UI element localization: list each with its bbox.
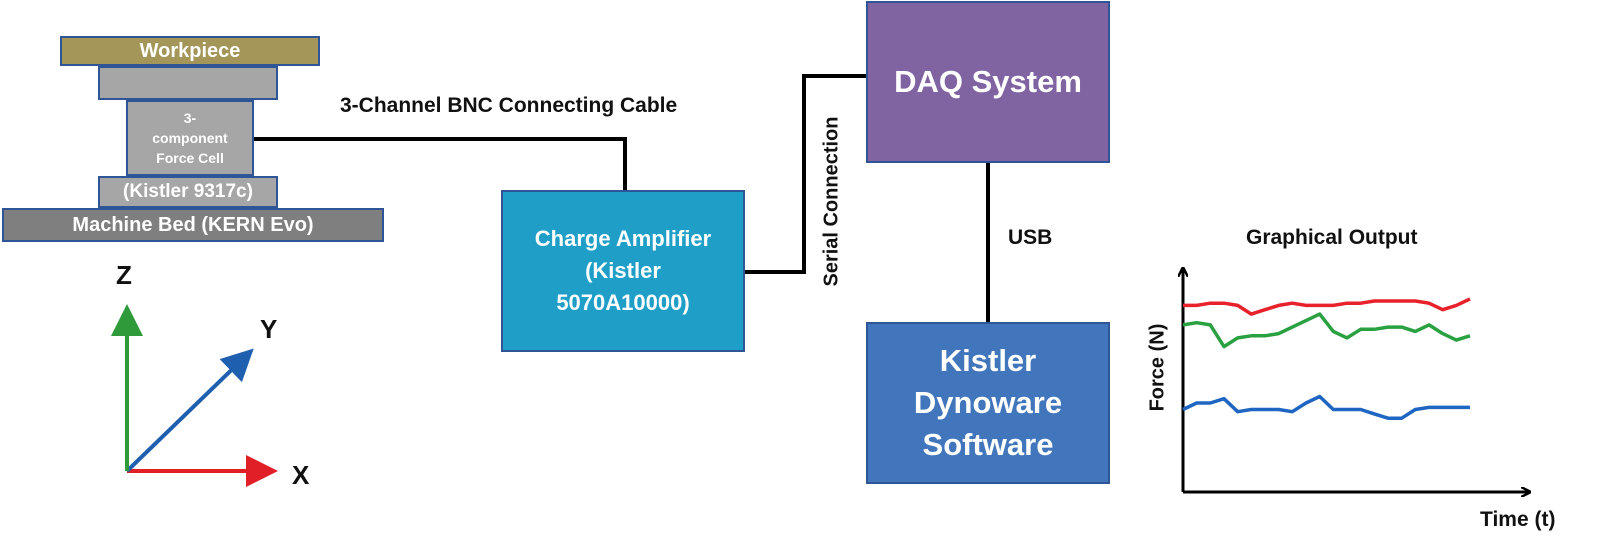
workpiece-label: Workpiece (139, 39, 241, 62)
force-trace-red (1183, 297, 1471, 316)
y-axis-label: Y (260, 314, 278, 344)
bnc-cable-label: 3-Channel BNC Connecting Cable (340, 94, 678, 117)
serial-connection-line (745, 74, 866, 274)
y-axis-arrow (125, 348, 254, 473)
charge-amplifier-box: Charge Amplifier (Kistler 5070A10000) (501, 190, 745, 352)
force-trace-green (1182, 312, 1471, 349)
workpiece-block: Workpiece (60, 36, 320, 66)
daq-system-box: DAQ System (866, 1, 1110, 163)
force-cell-model-label: (Kistler 9317c) (123, 181, 253, 202)
graph-title: Graphical Output (1246, 226, 1418, 249)
adapter-plate (98, 66, 278, 100)
x-axis-label: X (292, 460, 310, 490)
dynoware-software-box: Kistler Dynoware Software (866, 322, 1110, 484)
graph-xlabel: Time (t) (1480, 508, 1556, 531)
force-cell-model-block: (Kistler 9317c) (98, 176, 278, 208)
machine-bed-label: Machine Bed (KERN Evo) (72, 213, 314, 236)
force-trace-blue (1182, 394, 1470, 420)
dynoware-software-label: Kistler Dynoware Software (913, 343, 1063, 462)
bnc-cable-line (254, 137, 627, 190)
force-cell-block: 3- component Force Cell (126, 100, 254, 176)
daq-system-label: DAQ System (894, 64, 1082, 99)
usb-label: USB (1008, 226, 1053, 249)
chart-traces (1182, 297, 1471, 420)
charge-amplifier-label: Charge Amplifier (Kistler 5070A10000) (534, 226, 712, 315)
serial-connection-label: Serial Connection (820, 116, 843, 287)
machine-bed-block: Machine Bed (KERN Evo) (2, 208, 384, 242)
graph-ylabel: Force (N) (1146, 323, 1169, 412)
force-cell-label: 3- component Force Cell (152, 110, 228, 166)
z-axis-label: Z (116, 260, 132, 290)
